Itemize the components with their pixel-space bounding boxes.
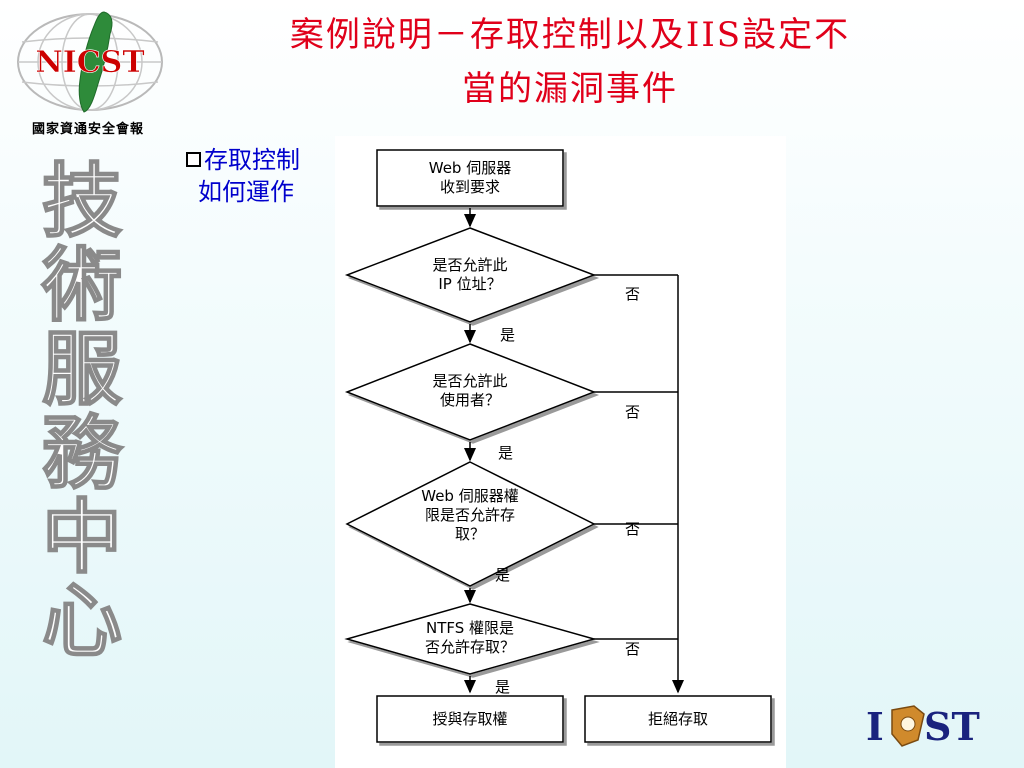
iist-logo-left: I — [866, 704, 884, 749]
decision-ip — [344, 227, 597, 323]
decision-web-line3: 取？ — [455, 525, 485, 543]
access-control-flowchart: Web 伺服器 收到要求 是否允許此 IP 位址？ 否 是 是否允許此 使用者？… — [344, 149, 772, 743]
yes-label: 是 — [498, 444, 513, 462]
shield-badge-icon — [891, 705, 925, 747]
logo-text: NICST — [35, 45, 145, 80]
decision-user — [344, 343, 597, 441]
start-text-line2: 收到要求 — [440, 178, 500, 196]
nicst-logo: NICST — [17, 11, 163, 113]
bullet-text-line1: 存取控制 — [204, 146, 300, 174]
bullet-text-line2: 如何運作 — [198, 178, 294, 206]
decision-ntfs-line2: 否允許存取？ — [425, 638, 515, 656]
vertical-watermark-text: 技 術 服 務 中 心 — [32, 155, 132, 668]
taiwan-island-icon — [78, 11, 113, 113]
bullet-item: 存取控制 如何運作 — [186, 144, 300, 208]
no-label: 否 — [625, 285, 640, 303]
decision-web-permission — [345, 461, 596, 587]
slide-title-line1: 案例說明－存取控制以及IIS設定不 — [289, 15, 851, 55]
yes-label: 是 — [495, 566, 510, 584]
grant-access-box — [376, 695, 564, 743]
decision-ip-line1: 是否允許此 — [432, 256, 507, 274]
vertical-char: 中 — [41, 491, 123, 584]
vertical-char: 心 — [41, 575, 123, 668]
no-label: 否 — [625, 640, 640, 658]
vertical-char: 服 — [41, 323, 123, 416]
deny-access-box — [584, 695, 772, 743]
decision-ntfs-line1: NTFS 權限是 — [426, 619, 514, 637]
yes-label: 是 — [495, 678, 510, 696]
iist-logo-right: ST — [924, 704, 980, 749]
iist-logo: I ST — [866, 704, 980, 749]
deny-access-text: 拒絕存取 — [648, 710, 708, 728]
flowchart-panel: Web 伺服器 收到要求 是否允許此 IP 位址？ 否 是 是否允許此 使用者？… — [335, 136, 786, 768]
slide-title: 案例說明－存取控制以及IIS設定不 當的漏洞事件 — [175, 8, 965, 116]
grant-access-text: 授與存取權 — [432, 710, 507, 728]
start-text-line1: Web 伺服器 — [429, 159, 511, 177]
decision-web-line2: 限是否允許存 — [425, 506, 515, 524]
vertical-char: 術 — [41, 239, 123, 332]
decision-ip-line2: IP 位址？ — [438, 275, 501, 293]
square-bullet-icon — [186, 152, 201, 167]
slide-title-line2: 當的漏洞事件 — [462, 69, 678, 109]
no-label: 否 — [625, 520, 640, 538]
no-label: 否 — [625, 403, 640, 421]
decision-web-line1: Web 伺服器權 — [421, 487, 518, 505]
start-box — [376, 149, 564, 207]
decision-user-line1: 是否允許此 — [432, 372, 507, 390]
decision-user-line2: 使用者？ — [440, 391, 500, 409]
yes-label: 是 — [500, 326, 515, 344]
decision-ntfs — [344, 603, 597, 675]
vertical-char: 務 — [41, 407, 123, 500]
vertical-char: 技 — [41, 155, 123, 248]
agency-name: 國家資通安全會報 — [31, 122, 144, 137]
